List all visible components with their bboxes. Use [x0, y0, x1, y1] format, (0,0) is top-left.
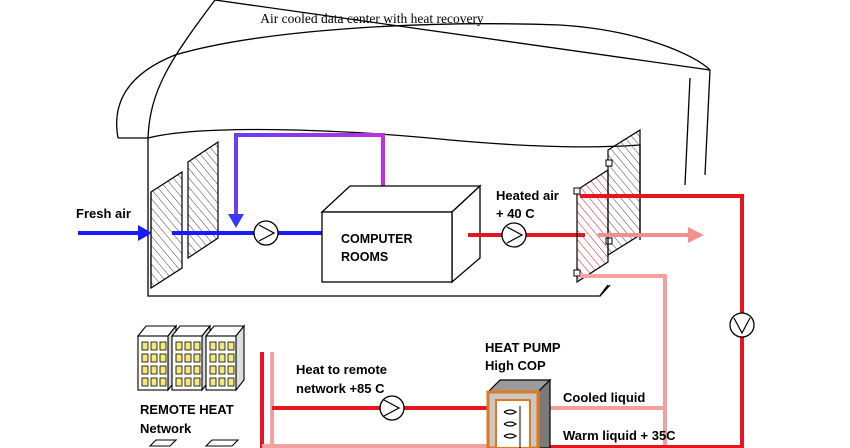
cooled-liquid-loop [540, 274, 742, 448]
cooled-liquid-label: Cooled liquid [563, 390, 645, 405]
computer-rooms-label-2: ROOMS [341, 250, 388, 264]
heat-exchanger-front [573, 168, 609, 284]
heat-pump-label-1: HEAT PUMP [485, 340, 561, 355]
intake-filter-rear [187, 140, 219, 260]
datacenter-shell [116, 0, 711, 297]
fresh-air-arrow [78, 225, 152, 241]
heat-pump-unit [486, 378, 552, 448]
heat-to-remote-label-2: network +85 C [296, 381, 385, 396]
warm-liquid-label: Warm liquid + 35C [563, 428, 676, 443]
heat-to-remote-label-1: Heat to remote [296, 362, 387, 377]
heat-pump-label-2: High COP [485, 358, 546, 373]
computer-rooms-box [320, 184, 482, 284]
network-pump-icon [379, 395, 405, 421]
heated-air-label-2: + 40 C [496, 206, 535, 221]
fresh-air-label: Fresh air [76, 206, 131, 221]
remote-heat-label-1: REMOTE HEAT [140, 402, 234, 417]
recirculation-loop [228, 133, 385, 228]
remote-buildings-icon [136, 324, 246, 447]
exhaust-fan-icon [501, 222, 527, 248]
intake-filter-front [150, 170, 183, 290]
supply-fan-icon [253, 220, 279, 246]
computer-rooms-label-1: COMPUTER [341, 232, 413, 246]
heated-air-label-1: Heated air [496, 188, 559, 203]
remote-heat-label-2: Network [140, 421, 192, 436]
diagram-title: Air cooled data center with heat recover… [260, 11, 484, 26]
exhaust-arrow [598, 227, 704, 243]
liquid-pump-icon [729, 312, 755, 338]
